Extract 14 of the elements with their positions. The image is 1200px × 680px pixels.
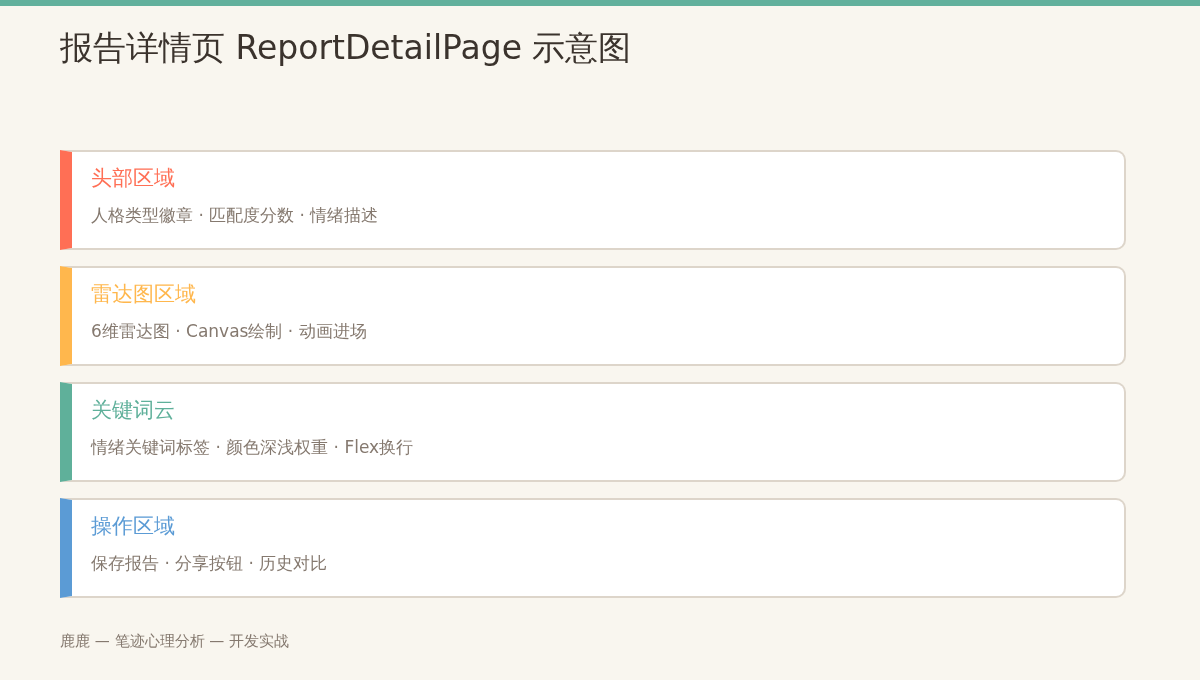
footer-caption: 鹿鹿 — 笔迹心理分析 — 开发实战 [60,632,290,651]
section-features: 6维雷达图 · Canvas绘制 · 动画进场 [91,320,367,343]
section-card [60,266,1126,366]
section-card [60,150,1126,250]
section-card [60,382,1126,482]
section-heading: 头部区域 [91,165,175,192]
section-heading: 雷达图区域 [91,281,196,308]
section-features: 保存报告 · 分享按钮 · 历史对比 [91,552,328,575]
section-card [60,498,1126,598]
section-heading: 操作区域 [91,513,175,540]
page-title: 报告详情页 ReportDetailPage 示意图 [60,27,632,69]
section-features: 人格类型徽章 · 匹配度分数 · 情绪描述 [91,204,379,227]
section-heading: 关键词云 [91,397,175,424]
section-features: 情绪关键词标签 · 颜色深浅权重 · Flex换行 [91,436,414,459]
